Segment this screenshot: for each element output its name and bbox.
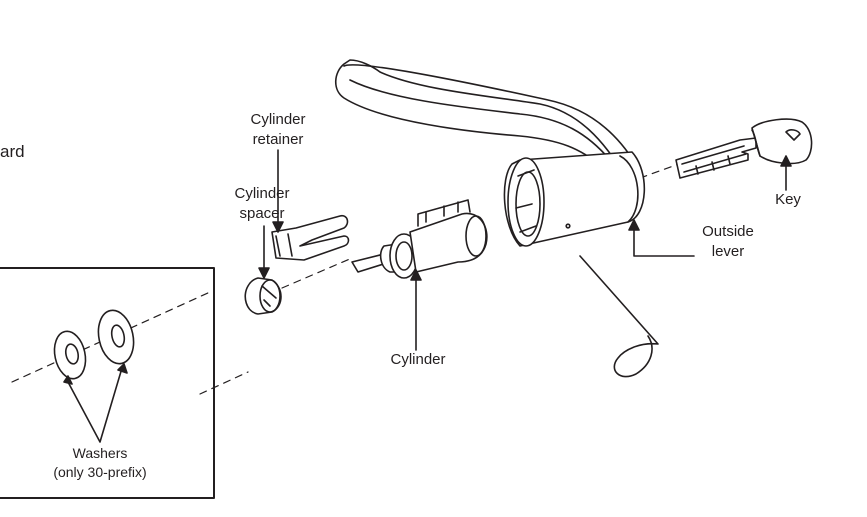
key-part <box>675 118 813 179</box>
washers-label-line2: (only 30-prefix) <box>53 464 147 480</box>
cylinder-spacer-label: Cylinder spacer <box>220 184 304 224</box>
outside-lever-label: Outside lever <box>696 222 760 262</box>
outside-lever-part <box>334 59 646 247</box>
spring-wire <box>579 255 659 378</box>
partial-label: ard <box>0 142 25 161</box>
washer-2 <box>97 309 135 365</box>
cylinder-part <box>351 199 488 279</box>
cylinder-spacer-label-line2: spacer <box>239 205 285 222</box>
cylinder-retainer-label-line2: retainer <box>252 131 304 148</box>
assembly-axis-left <box>199 371 249 395</box>
cylinder-spacer-part <box>244 277 282 315</box>
washers-leader <box>67 367 123 443</box>
washers-label: Washers (only 30-prefix) <box>40 444 160 482</box>
cylinder-retainer-label: Cylinder retainer <box>236 110 320 150</box>
key-label: Key <box>775 191 801 208</box>
washer-1 <box>53 330 87 380</box>
washers-label-line1: Washers <box>72 445 128 461</box>
lever-leader <box>633 223 695 257</box>
cylinder-retainer-part <box>271 214 350 261</box>
assembly-axis-mid <box>281 257 353 289</box>
cylinder-spacer-label-line1: Cylinder <box>234 185 290 202</box>
outside-lever-label-line2: lever <box>711 243 745 260</box>
washer-inset-box <box>0 267 215 499</box>
outside-lever-label-line1: Outside <box>702 223 754 240</box>
cylinder-retainer-label-line1: Cylinder <box>250 111 306 128</box>
cylinder-label: Cylinder <box>390 351 446 368</box>
